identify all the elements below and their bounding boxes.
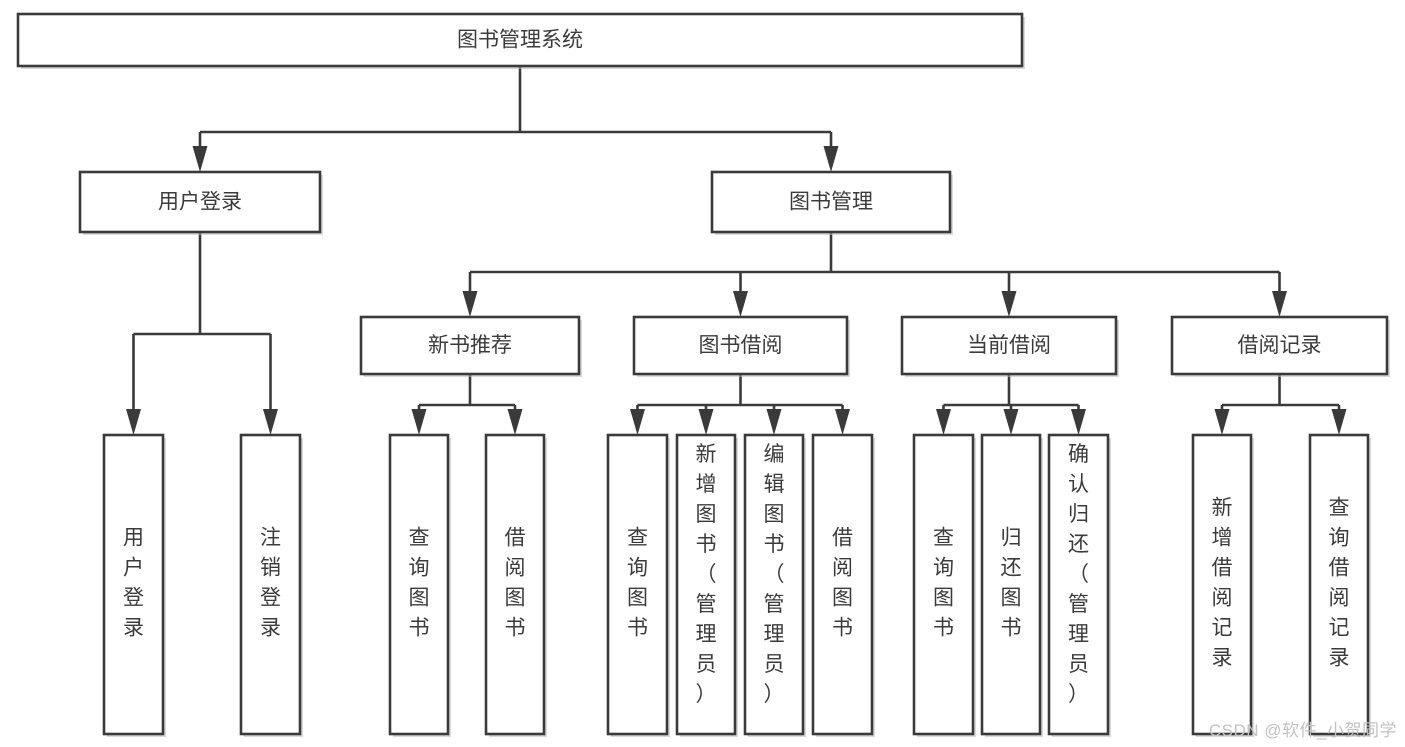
node-leaf-new-1[interactable]: 查询图书 — [388, 433, 451, 737]
node-leaf-rec-1[interactable]: 新增借阅记录 — [1191, 433, 1254, 737]
edge-group-record — [1214, 374, 1347, 435]
node-box[interactable] — [1308, 433, 1370, 736]
node-label: 借阅图书 — [505, 527, 526, 640]
arrow-head-icon — [1003, 409, 1019, 435]
node-box[interactable] — [1047, 433, 1110, 736]
arrow-head-icon — [192, 146, 208, 172]
node-box[interactable] — [78, 170, 322, 234]
edge-group-bookmgmt — [462, 232, 1287, 317]
node-box[interactable] — [606, 433, 669, 736]
node-leaf-login-1[interactable]: 用户登录 — [102, 433, 166, 737]
node-label: 图书管理 — [789, 191, 873, 214]
node-label: 用户登录 — [123, 527, 144, 640]
node-box[interactable] — [484, 433, 546, 736]
node-bookmgmt[interactable]: 图书管理 — [710, 170, 953, 235]
node-leaf-bor-4[interactable]: 借阅图书 — [811, 433, 875, 737]
node-leaf-cur-2[interactable]: 归还图书 — [980, 433, 1043, 737]
node-label: 查询借阅记录 — [1329, 497, 1350, 670]
node-box[interactable] — [239, 433, 302, 736]
node-label: 编辑图书（管理员） — [764, 443, 785, 706]
node-label: 注销登录 — [260, 527, 281, 640]
node-newbook[interactable]: 新书推荐 — [359, 315, 582, 377]
arrow-head-icon — [1214, 409, 1230, 435]
edge-group-newbook — [411, 374, 523, 435]
node-leaf-bor-1[interactable]: 查询图书 — [606, 433, 670, 737]
node-label: 借阅图书 — [832, 527, 853, 640]
node-leaf-new-2[interactable]: 借阅图书 — [484, 433, 547, 737]
node-label: 用户登录 — [158, 191, 242, 214]
node-leaf-login-2[interactable]: 注销登录 — [239, 433, 303, 737]
edge-group-login — [126, 232, 278, 435]
node-box[interactable] — [1191, 433, 1253, 736]
arrow-head-icon — [507, 409, 523, 435]
arrow-head-icon — [1272, 291, 1287, 317]
node-box[interactable] — [900, 315, 1118, 376]
node-leaf-bor-3[interactable]: 编辑图书（管理员） — [743, 433, 806, 737]
node-label: 图书借阅 — [699, 334, 783, 357]
node-current[interactable]: 当前借阅 — [900, 315, 1119, 377]
edge-group-borrow — [630, 374, 850, 435]
arrow-head-icon — [835, 409, 850, 435]
node-box[interactable] — [912, 433, 975, 736]
node-box[interactable] — [16, 12, 1024, 68]
node-box[interactable] — [980, 433, 1042, 736]
node-box[interactable] — [1170, 315, 1389, 376]
node-box[interactable] — [811, 433, 874, 736]
arrow-head-icon — [1331, 409, 1347, 435]
node-box[interactable] — [710, 170, 952, 234]
node-root[interactable]: 图书管理系统 — [16, 12, 1025, 69]
node-leaf-cur-1[interactable]: 查询图书 — [912, 433, 976, 737]
node-label: 新书推荐 — [428, 334, 512, 357]
node-leaf-rec-2[interactable]: 查询借阅记录 — [1308, 433, 1371, 737]
edge-group-root — [192, 66, 839, 172]
arrow-head-icon — [766, 409, 782, 435]
arrow-head-icon — [1071, 409, 1086, 435]
node-label: 新增借阅记录 — [1212, 497, 1233, 670]
node-label: 确认归还（管理员） — [1068, 443, 1089, 706]
node-label: 图书管理系统 — [457, 29, 583, 52]
arrow-head-icon — [698, 409, 714, 435]
node-borrow[interactable]: 图书借阅 — [632, 315, 850, 377]
node-box[interactable] — [632, 315, 849, 376]
arrow-head-icon — [733, 291, 748, 317]
node-box[interactable] — [675, 433, 737, 736]
node-box[interactable] — [743, 433, 805, 736]
arrow-head-icon — [1001, 291, 1017, 317]
arrow-head-icon — [263, 409, 278, 435]
node-login[interactable]: 用户登录 — [78, 170, 323, 235]
node-label: 查询图书 — [933, 527, 954, 640]
node-record[interactable]: 借阅记录 — [1170, 315, 1390, 377]
arrow-head-icon — [630, 409, 645, 435]
node-label: 查询图书 — [409, 527, 430, 640]
node-leaf-bor-2[interactable]: 新增图书（管理员） — [675, 433, 738, 737]
node-label: 归还图书 — [1001, 527, 1022, 640]
node-leaf-cur-3[interactable]: 确认归还（管理员） — [1047, 433, 1111, 737]
arrow-head-icon — [936, 409, 951, 435]
node-label: 借阅记录 — [1238, 334, 1322, 357]
arrow-head-icon — [823, 146, 839, 172]
node-layer: 图书管理系统用户登录图书管理新书推荐图书借阅当前借阅借阅记录用户登录注销登录查询… — [16, 12, 1390, 737]
node-box[interactable] — [388, 433, 450, 736]
arrow-head-icon — [462, 291, 478, 317]
node-label: 查询图书 — [627, 527, 648, 640]
node-box[interactable] — [359, 315, 581, 376]
node-label: 当前借阅 — [967, 334, 1051, 357]
arrow-head-icon — [411, 409, 427, 435]
arrow-head-icon — [126, 409, 141, 435]
edge-layer — [126, 66, 1347, 435]
node-label: 新增图书（管理员） — [696, 443, 717, 706]
edge-group-current — [936, 374, 1086, 435]
node-box[interactable] — [102, 433, 165, 736]
csdn-watermark: CSDN @软件_小贺同学 — [1208, 721, 1397, 740]
